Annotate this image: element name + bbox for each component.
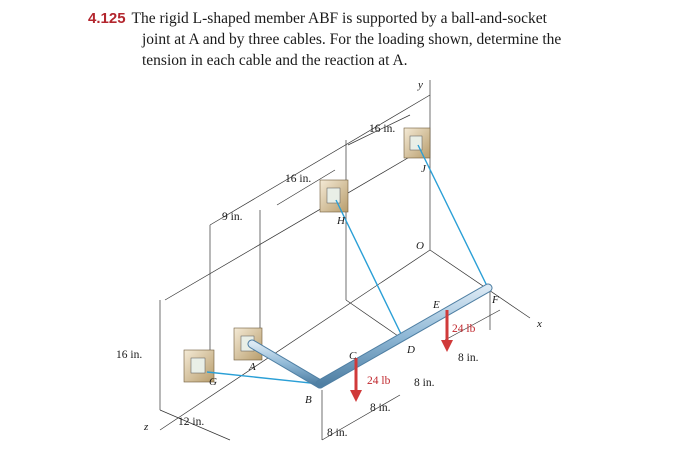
z-axis-line: [159, 249, 431, 431]
dim-nine: 9 in.: [222, 211, 243, 223]
member-bf: [316, 284, 492, 388]
problem-text-1: The rigid L-shaped member ABF is support…: [131, 10, 547, 27]
point-d: D: [406, 344, 415, 356]
point-j: J: [421, 163, 427, 175]
dim-eight-c: 8 in.: [370, 402, 391, 414]
point-a: A: [248, 361, 256, 373]
eight-e-dim: [444, 309, 501, 341]
axis-z-label: z: [143, 421, 149, 433]
cable-fj: [417, 144, 489, 289]
dim-top-16: 16 in.: [369, 123, 395, 135]
bracket-j: [403, 127, 431, 159]
eight-b-dim: [321, 394, 401, 441]
top-16-dim: [347, 114, 411, 146]
point-f: F: [491, 294, 499, 306]
point-e: E: [432, 299, 440, 311]
dim-eight-e: 8 in.: [458, 352, 479, 364]
bracket-plate-j: [409, 135, 423, 151]
cable-dh: [335, 199, 403, 337]
member-ab: [248, 340, 324, 388]
point-c: C: [349, 350, 357, 362]
dim-mid-16: 16 in.: [285, 173, 311, 185]
axis-y-label: y: [417, 79, 423, 91]
twelve-dim: [159, 409, 231, 441]
bracket-h: [319, 179, 349, 213]
bracket-plate-g: [190, 357, 206, 374]
load-arrow-e: [441, 310, 453, 352]
point-b: B: [305, 394, 312, 406]
bracket-plate-h: [326, 187, 341, 204]
load-c-head: [350, 390, 362, 402]
point-h: H: [336, 215, 346, 227]
axis-x-label: x: [536, 318, 542, 330]
dim-twelve: 12 in.: [178, 416, 204, 428]
bracket-g: [183, 349, 215, 383]
h-base: [345, 299, 399, 337]
dim-left-16: 16 in.: [116, 349, 142, 361]
cable-bg: [206, 371, 321, 385]
dim-eight-b: 8 in.: [327, 427, 348, 439]
x-axis-line: [429, 249, 531, 319]
load-e-head: [441, 340, 453, 352]
load-e-label: 24 lb: [452, 323, 476, 335]
top-edge: [209, 94, 431, 226]
load-c-label: 24 lb: [367, 375, 391, 387]
load-arrow-c: [350, 358, 362, 402]
point-o: O: [416, 240, 424, 252]
problem-line-3: tension in each cable and the reaction a…: [142, 52, 408, 69]
problem-number: 4.125: [88, 10, 126, 27]
mid-16-dim: [276, 169, 336, 206]
dim-eight-d: 8 in.: [414, 377, 435, 389]
cables: [206, 144, 489, 385]
problem-line-2: joint at A and by three cables. For the …: [142, 31, 562, 48]
problem-statement: 4.125 The rigid L-shaped member ABF is su…: [88, 8, 688, 71]
member-abf: [247, 283, 493, 389]
point-g: G: [209, 376, 217, 388]
back-edge: [164, 144, 431, 301]
problem-line-1: 4.125 The rigid L-shaped member ABF is su…: [88, 8, 688, 29]
